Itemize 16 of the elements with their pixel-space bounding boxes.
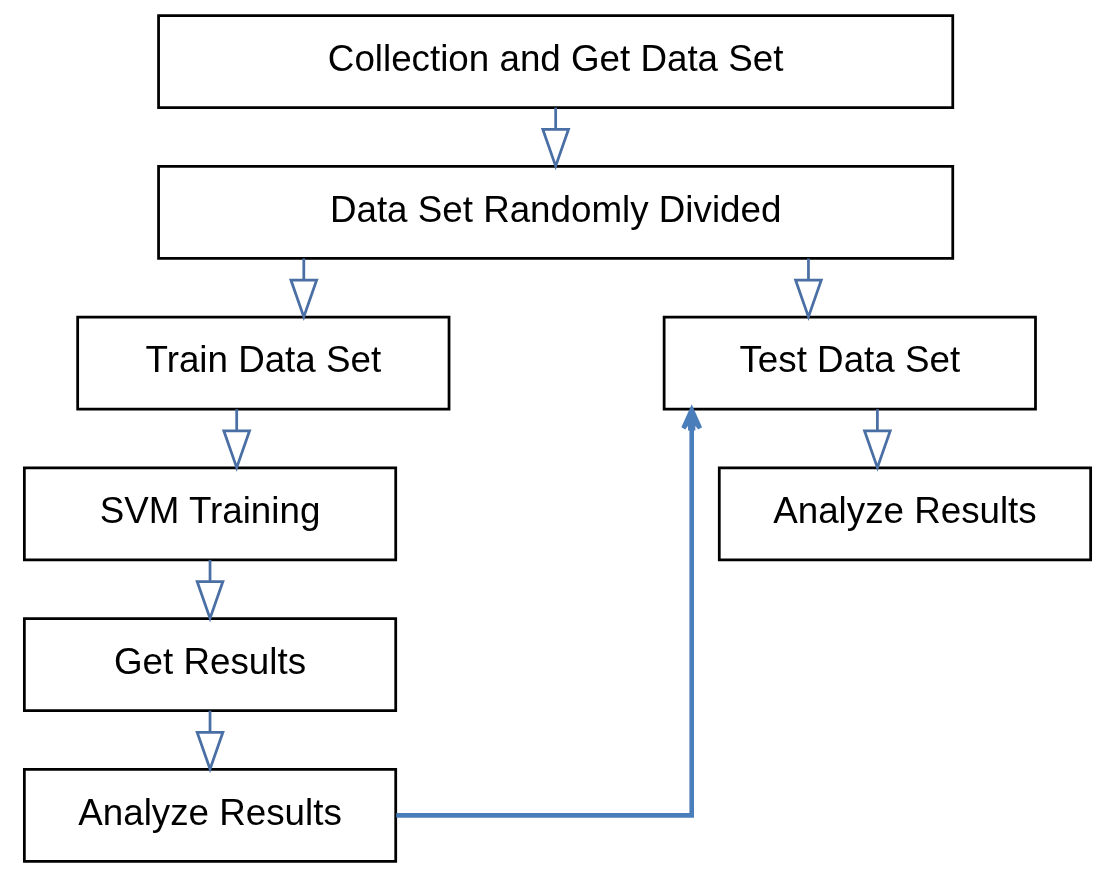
node-box: Collection and Get Data Set: [156, 14, 954, 109]
arrow: [793, 258, 823, 321]
arrow: [395, 407, 702, 818]
node-box: Analyze Results: [717, 466, 1092, 562]
node-box: Test Data Set: [662, 315, 1037, 411]
arrow: [862, 409, 892, 472]
arrow: [540, 107, 570, 171]
arrow: [288, 258, 319, 321]
arrow: [221, 409, 251, 472]
arrow: [194, 710, 225, 774]
node-box: SVM Training: [22, 466, 397, 562]
arrow: [194, 559, 225, 623]
node-box: Get Results: [22, 617, 397, 712]
node-box: Data Set Randomly Divided: [156, 165, 954, 260]
node-box: Analyze Results: [22, 768, 397, 863]
node-box: Train Data Set: [75, 315, 450, 411]
